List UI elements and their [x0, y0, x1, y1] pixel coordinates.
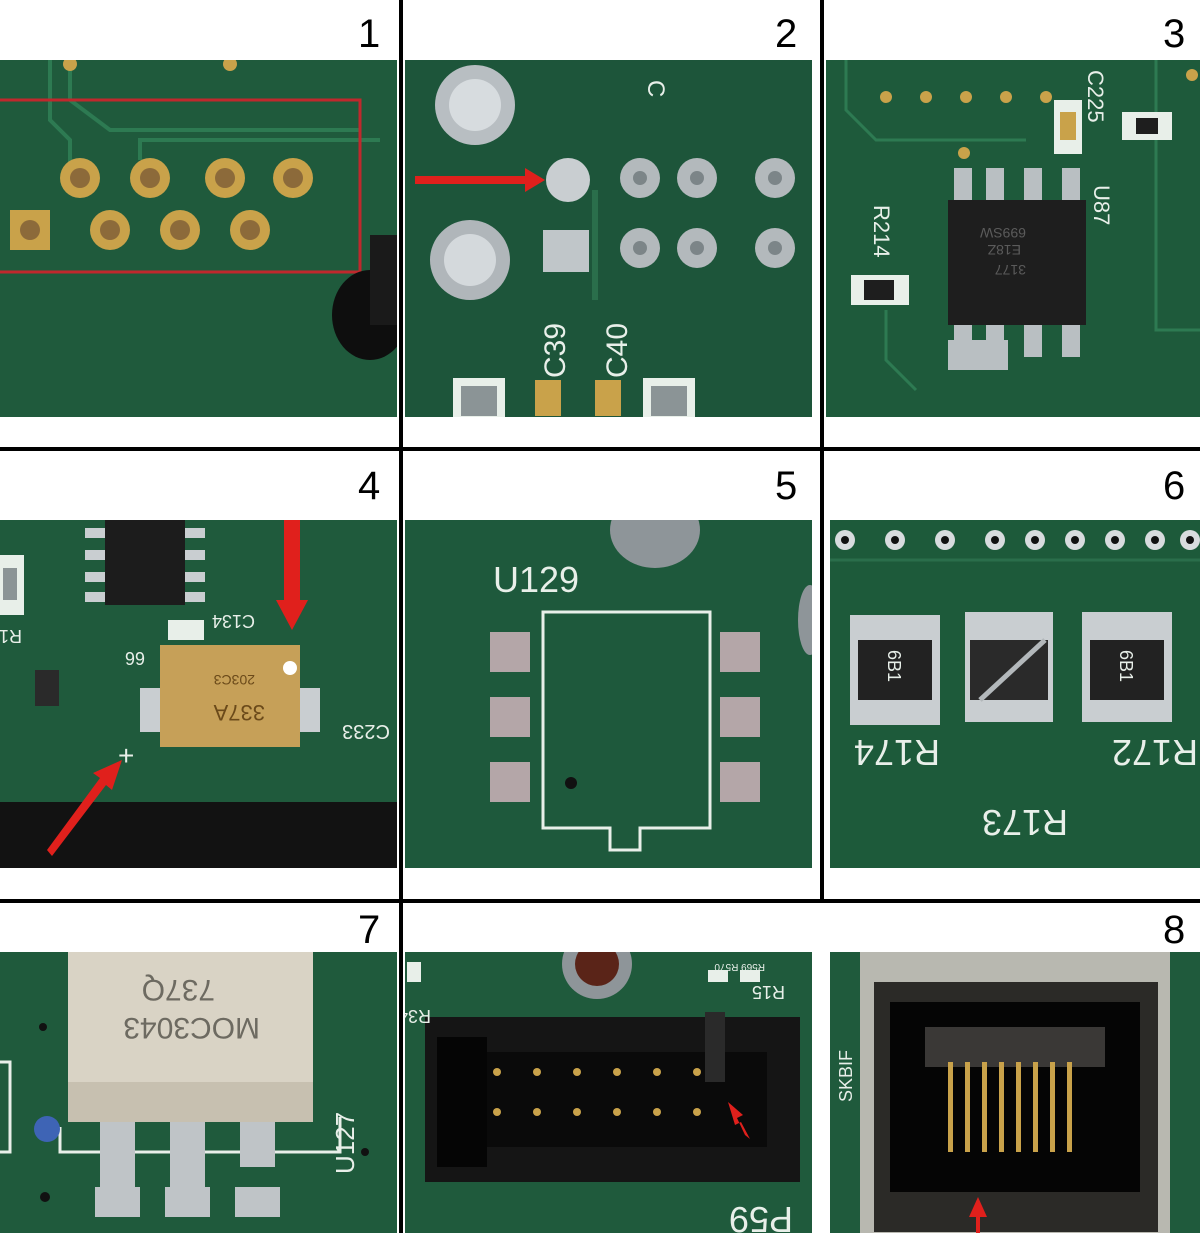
panel-3: C225 R214 U87 699SW E18Z 3177: [826, 60, 1200, 417]
divider-v-1: [399, 0, 403, 1233]
resistor-marking-2: 6B1: [1116, 650, 1136, 682]
panel-number-2: 2: [775, 12, 798, 56]
highlight-box: [0, 98, 362, 274]
divider-h-1: [0, 447, 1200, 451]
label-c233: C233: [342, 720, 390, 742]
label-r34: R34: [405, 1006, 431, 1026]
panel-5-photo: [405, 520, 812, 868]
panel-number-6: 6: [1163, 464, 1186, 508]
panel-number-1: 1: [358, 12, 381, 56]
panel-8-rj45-photo: [830, 952, 1200, 1233]
arrow-indicator: [728, 1102, 750, 1139]
label-r569-r570: R569 R570: [714, 961, 765, 972]
panel-6: 6B1 6B1 R174 R173 R172: [830, 520, 1200, 868]
panel-7: 737Q MOC3043 U127: [0, 952, 397, 1233]
label-u129: U129: [493, 559, 579, 600]
resistor-marking-1: 6B1: [884, 650, 904, 682]
panel-1: [0, 60, 397, 417]
panel-number-8: 8: [1163, 908, 1186, 952]
panel-1-photo: [0, 60, 397, 417]
label-u87: U87: [1089, 185, 1114, 225]
panel-4: C134 R14 66 C233 337A 203C3 +: [0, 520, 397, 868]
arrow-indicator-bottom: [47, 760, 122, 856]
label-r14: R14: [0, 626, 22, 646]
panel-8-header-photo: [405, 952, 812, 1233]
label-c-top: C: [642, 80, 669, 97]
chip-marking-2: MOC3043: [123, 1011, 260, 1044]
panel-8-header: R569 R570 R15 R34 P59: [405, 952, 812, 1233]
arrow-indicator: [415, 168, 545, 192]
label-c225: C225: [1083, 70, 1108, 123]
panel-number-5: 5: [775, 464, 798, 508]
label-r174: R174: [854, 732, 940, 773]
polarity-plus: +: [118, 740, 134, 771]
panel-4-photo: [0, 520, 397, 868]
chip-marking-1: 699SW: [979, 225, 1026, 241]
label-66: 66: [125, 648, 145, 668]
divider-h-2: [0, 899, 1200, 903]
panel-number-4: 4: [358, 464, 381, 508]
label-p59: P59: [729, 1199, 793, 1233]
panel-number-7: 7: [358, 908, 381, 952]
panel-2-photo: [405, 60, 812, 417]
label-u127: U127: [330, 1112, 360, 1174]
cap-marking-1: 337A: [213, 700, 265, 725]
label-r172: R172: [1112, 732, 1198, 773]
chip-marking-3: 3177: [995, 262, 1026, 278]
label-r173: R173: [982, 802, 1068, 843]
label-r214: R214: [869, 205, 894, 258]
chip-marking-2: E18Z: [987, 242, 1021, 258]
label-c39: C39: [539, 323, 572, 378]
panel-2: C39 C40 C: [405, 60, 812, 417]
arrow-indicator-top: [276, 520, 308, 630]
cap-marking-2: 203C3: [214, 672, 255, 688]
arrow-indicator: [969, 1197, 987, 1233]
label-c134: C134: [212, 611, 255, 631]
label-c40: C40: [601, 323, 634, 378]
label-skbif: SKBIF: [836, 1050, 856, 1102]
divider-v-2: [820, 0, 824, 899]
panel-5: U129: [405, 520, 812, 868]
panel-3-photo: [826, 60, 1200, 417]
panel-6-photo: [830, 520, 1200, 868]
label-r15: R15: [752, 982, 785, 1002]
chip-marking-1: 737Q: [142, 973, 215, 1006]
panel-7-photo: [0, 952, 397, 1233]
panel-number-3: 3: [1163, 12, 1186, 56]
panel-8-rj45: SKBIF: [830, 952, 1200, 1233]
